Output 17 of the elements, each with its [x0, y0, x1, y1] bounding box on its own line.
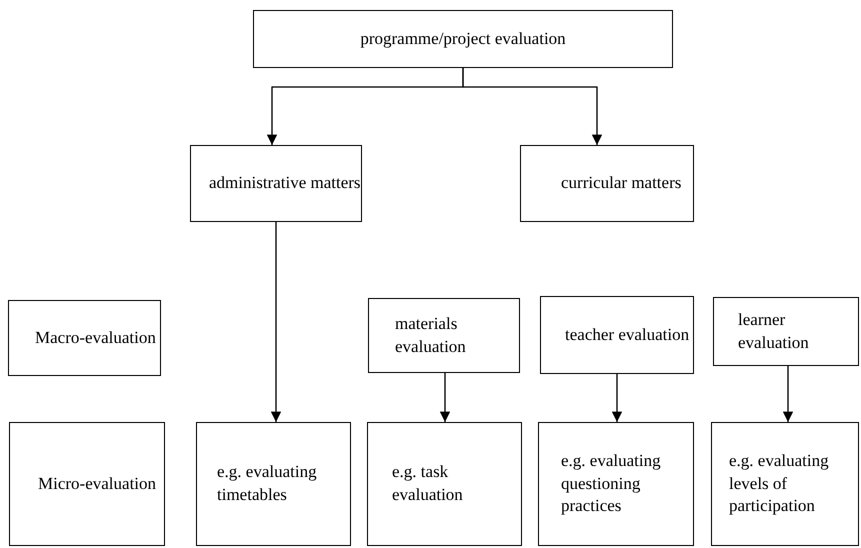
text-box: Micro-evaluation [9, 422, 165, 546]
arrow [782, 366, 794, 422]
text-box: e.g. evaluating questioning practices [538, 422, 694, 546]
text-box: programme/project evaluation [253, 10, 673, 68]
arrow [462, 68, 602, 145]
text-box: curricular matters [520, 145, 694, 222]
text-box: Macro-evaluation [8, 300, 161, 376]
arrow [440, 373, 450, 422]
text-box: materials evaluation [368, 298, 520, 373]
text-box: teacher evaluation [540, 296, 694, 374]
text-box: e.g. evaluating timetables [196, 422, 351, 546]
text-box: learner evaluation [713, 297, 859, 366]
text-box: administrative matters [190, 145, 362, 222]
arrow [612, 374, 622, 422]
arrow [270, 222, 282, 422]
text-box: e.g. evaluating levels of participation [711, 422, 859, 546]
text-box: e.g. task evaluation [367, 422, 522, 546]
